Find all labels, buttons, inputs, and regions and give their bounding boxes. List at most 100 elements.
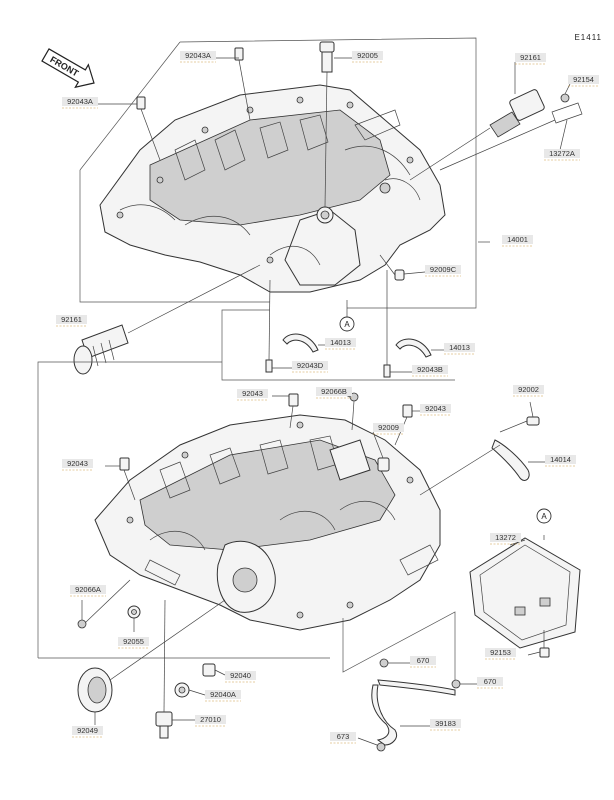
oil-seal-92055 <box>127 605 141 619</box>
part-label-bg <box>412 365 448 374</box>
part-label: 92154 <box>573 75 594 84</box>
part-label-bg <box>316 387 352 396</box>
part-label-bg <box>195 715 226 724</box>
part-label-bg <box>205 690 241 699</box>
front-arrow-icon: FRONT <box>41 48 95 89</box>
part-label-bg <box>513 385 544 394</box>
pipe-39183 <box>371 658 461 752</box>
bolt-92002 <box>499 416 540 433</box>
part-label-bg <box>352 51 383 60</box>
oil-seal-92049 <box>77 667 113 713</box>
part-label-bg <box>545 455 576 464</box>
part-label: 92040A <box>210 690 236 699</box>
part-label: 14013 <box>449 343 470 352</box>
plug-92066a <box>77 619 87 629</box>
callout-a-upper: A <box>339 316 355 332</box>
lower-leader-lines <box>81 393 545 746</box>
part-label-bg <box>225 671 256 680</box>
callout-a-lower: A <box>536 508 552 524</box>
part-label: 92161 <box>520 53 541 62</box>
part-label-bg <box>62 97 98 106</box>
part-label: 92066B <box>321 387 347 396</box>
part-label-bg <box>70 585 106 594</box>
part-label-bg <box>515 53 546 62</box>
part-label-bg <box>490 533 521 542</box>
part-label-bg <box>373 423 404 432</box>
lower-crankcase <box>94 414 441 631</box>
part-label: 14014 <box>550 455 571 464</box>
part-label-bg <box>62 459 93 468</box>
part-label: 92049 <box>77 726 98 735</box>
part-label: 92043A <box>185 51 211 60</box>
figure-id: E1411 <box>574 33 602 42</box>
part-label: 92043A <box>67 97 93 106</box>
dowel-pin-92043-b <box>402 404 413 418</box>
part-label-bg <box>444 343 475 352</box>
collar-92040a <box>174 682 190 698</box>
part-label: 92005 <box>357 51 378 60</box>
upper-small-parts <box>73 41 583 378</box>
part-label-bg <box>180 51 216 60</box>
part-label-bg <box>425 265 461 274</box>
part-label-bg <box>292 361 328 370</box>
part-label: 670 <box>484 677 497 686</box>
dowel-pin-92009 <box>377 457 390 472</box>
part-label: 92043 <box>242 389 263 398</box>
dowel-pin-92043-a <box>288 393 299 407</box>
part-label: 92040 <box>230 671 251 680</box>
part-label: 92002 <box>518 385 539 394</box>
dowel-pin-92043a-left <box>136 96 146 110</box>
breather-92161-right <box>489 89 545 138</box>
dowel-pin-92043-c <box>119 457 130 471</box>
lower-small-parts <box>77 392 581 752</box>
upper-crankcase-frame <box>79 37 477 309</box>
part-label: 670 <box>417 656 430 665</box>
sensor-27010 <box>155 711 173 739</box>
dowel-pin-92009c <box>394 269 405 281</box>
dowel-pin-92043b <box>383 364 391 378</box>
part-label-bg <box>430 719 461 728</box>
part-label: 14013 <box>330 338 351 347</box>
bolt-92154 <box>560 93 570 103</box>
part-label: 92161 <box>61 315 82 324</box>
part-label-bg <box>477 677 503 686</box>
part-label-bg <box>544 149 580 158</box>
part-label: 92043 <box>425 404 446 413</box>
part-label: 92153 <box>490 648 511 657</box>
part-label-bg <box>485 648 516 657</box>
bolt-92153 <box>539 630 550 658</box>
part-label: 673 <box>337 732 350 741</box>
lower-crankcase-frame <box>37 361 330 659</box>
collar-92040 <box>202 663 216 677</box>
part-label-bg <box>502 235 533 244</box>
part-label: 92055 <box>123 637 144 646</box>
part-label: 13272A <box>549 149 575 158</box>
part-label: 92043B <box>417 365 443 374</box>
part-label-bg <box>420 404 451 413</box>
part-label-bg <box>330 732 356 741</box>
bearing-14013-left <box>282 333 319 353</box>
part-label: 14001 <box>507 235 528 244</box>
part-label: 13272 <box>495 533 516 542</box>
upper-crankcase <box>99 84 446 293</box>
breather-92161-left <box>73 324 129 375</box>
part-label-bg <box>410 656 436 665</box>
plug-92005 <box>319 41 335 73</box>
gasket-13272a <box>551 102 583 124</box>
part-label-bg <box>118 637 149 646</box>
part-label: 92066A <box>75 585 101 594</box>
part-label-bg <box>56 315 87 324</box>
callout-a-lower-text: A <box>541 512 547 521</box>
callout-a-upper-text: A <box>344 320 350 329</box>
part-label-bg <box>237 389 268 398</box>
part-label: 39183 <box>435 719 456 728</box>
part-label-bg <box>72 726 103 735</box>
part-label: 27010 <box>200 715 221 724</box>
part-label: 92043D <box>297 361 324 370</box>
part-label-bg <box>325 338 356 347</box>
part-label: 92043 <box>67 459 88 468</box>
dowel-pin-92043d <box>265 359 273 373</box>
part-label: 92009C <box>430 265 457 274</box>
